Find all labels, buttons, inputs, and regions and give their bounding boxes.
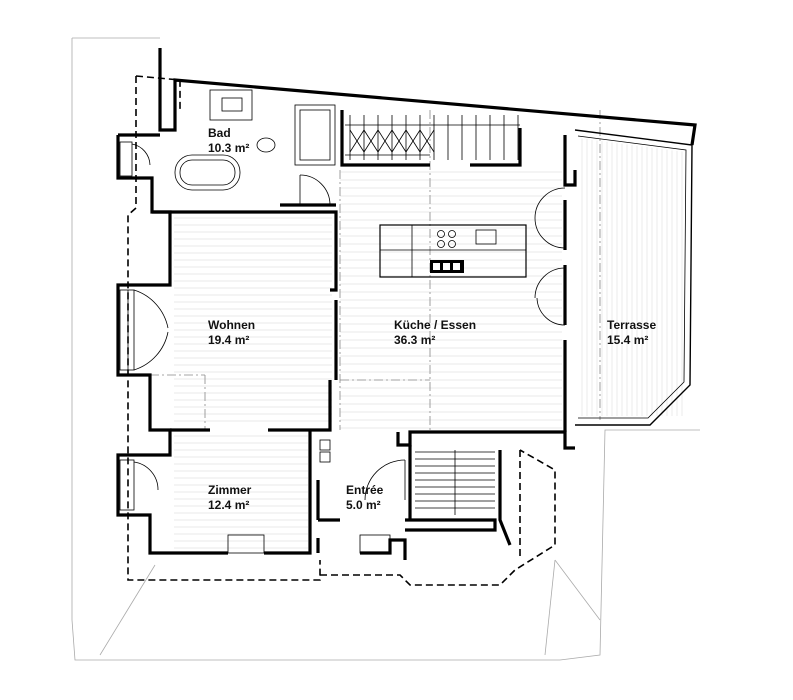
terrace-deck — [581, 138, 683, 416]
line-stroke — [391, 129, 407, 153]
terrace-doors — [534, 187, 566, 326]
room-label-wohnen: Wohnen 19.4 m² — [208, 318, 255, 348]
room-name: Terrasse — [607, 318, 657, 332]
line-stroke — [405, 129, 421, 153]
room-label-kueche: Küche / Essen 36.3 m² — [394, 318, 476, 348]
kitchen-island — [379, 224, 527, 278]
room-name: Wohnen — [208, 318, 256, 332]
entree-stairs — [415, 450, 495, 515]
room-name: Entrée — [346, 483, 384, 497]
room-name: Küche / Essen — [394, 318, 477, 332]
room-area: 5.0 m² — [346, 498, 381, 512]
room-label-entree: Entrée 5.0 m² — [346, 483, 383, 513]
room-area: 15.4 m² — [607, 333, 649, 347]
room-area: 12.4 m² — [208, 498, 250, 512]
room-name: Zimmer — [208, 483, 252, 497]
room-label-bad: Bad 10.3 m² — [208, 126, 249, 156]
room-area: 36.3 m² — [394, 333, 436, 347]
construction-lines — [150, 110, 601, 430]
roof-outline — [71, 37, 700, 661]
upper-stairs — [345, 115, 520, 160]
line-stroke — [363, 129, 379, 153]
walls — [116, 48, 697, 560]
bathroom-fixtures — [174, 89, 336, 206]
room-area: 19.4 m² — [208, 333, 250, 347]
room-name: Bad — [208, 126, 231, 140]
line-stroke — [349, 129, 365, 153]
room-label-terrasse: Terrasse 15.4 m² — [607, 318, 656, 348]
entree-door — [227, 439, 406, 554]
room-area: 10.3 m² — [208, 141, 250, 155]
room-label-zimmer: Zimmer 12.4 m² — [208, 483, 251, 513]
floor-boards — [174, 171, 562, 549]
line-stroke — [377, 129, 393, 153]
windows — [119, 141, 169, 511]
terrace-railing — [574, 129, 693, 426]
line-stroke — [419, 129, 435, 153]
